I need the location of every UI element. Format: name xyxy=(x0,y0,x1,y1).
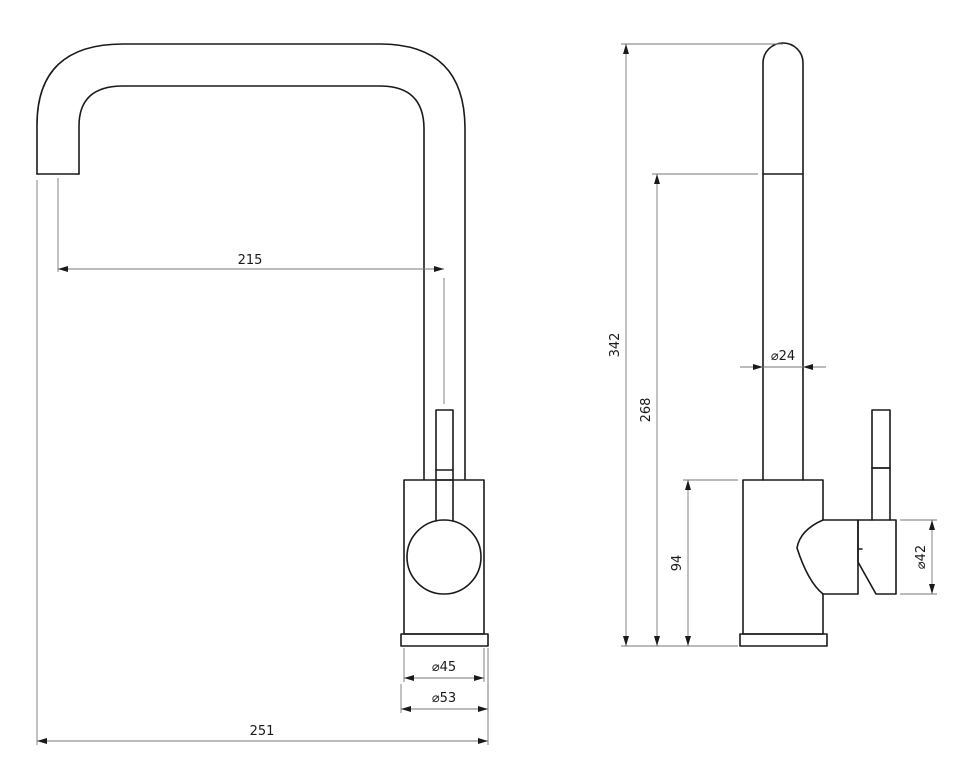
front-body xyxy=(403,479,485,635)
dim-268-arrow-top xyxy=(654,174,660,184)
front-spout-inner xyxy=(78,85,425,480)
dim-width-arrow-left xyxy=(37,738,47,744)
dim-342-label: 342 xyxy=(608,333,623,358)
front-base-ring xyxy=(400,633,489,647)
side-handle-block xyxy=(857,519,897,595)
dim-reach-arrow-right xyxy=(434,266,444,272)
front-handle-disc xyxy=(406,519,482,595)
dim-reach-label: 215 xyxy=(238,253,263,268)
dim-d45-arrow-left xyxy=(404,675,414,681)
dim-width-arrow-right xyxy=(478,738,488,744)
front-handle-stem xyxy=(435,479,454,522)
dim-d53-arrow-right xyxy=(478,706,488,712)
dim-width-label: 251 xyxy=(250,724,275,739)
side-body-cutout xyxy=(796,519,824,595)
dim-94-arrow-top xyxy=(685,480,691,490)
dim-342-arrow-bottom xyxy=(623,636,629,646)
side-view xyxy=(739,42,897,647)
dim-d53-arrow-left xyxy=(401,706,411,712)
dim-268-arrow-bottom xyxy=(654,636,660,646)
dim-94-label: 94 xyxy=(670,555,685,572)
dim-d24-arrow-left xyxy=(753,364,763,370)
front-dimensions: 215 251 ⌀45 ⌀53 xyxy=(36,178,489,745)
front-spout-outline xyxy=(36,43,466,480)
dim-d24-label: ⌀24 xyxy=(771,349,795,364)
dim-d24-arrow-right xyxy=(803,364,813,370)
side-spout-tube xyxy=(762,42,804,481)
dim-342-arrow-top xyxy=(623,44,629,54)
dim-d45-arrow-right xyxy=(474,675,484,681)
front-handle-lever xyxy=(435,409,454,481)
dim-d42-arrow-bottom xyxy=(929,584,935,594)
side-handle-stem xyxy=(871,467,891,521)
dim-reach-arrow-left xyxy=(58,266,68,272)
dim-d42-label: ⌀42 xyxy=(914,545,929,569)
front-view xyxy=(36,43,489,647)
side-dimensions: 342 268 94 ⌀24 ⌀42 xyxy=(608,43,937,647)
dim-d45-label: ⌀45 xyxy=(432,660,456,675)
dim-d53-label: ⌀53 xyxy=(432,691,456,706)
dim-94-arrow-bottom xyxy=(685,636,691,646)
dim-268-label: 268 xyxy=(639,398,654,423)
side-base-ring xyxy=(739,633,828,647)
side-handle-lever xyxy=(871,409,891,469)
dim-d42-arrow-top xyxy=(929,520,935,530)
